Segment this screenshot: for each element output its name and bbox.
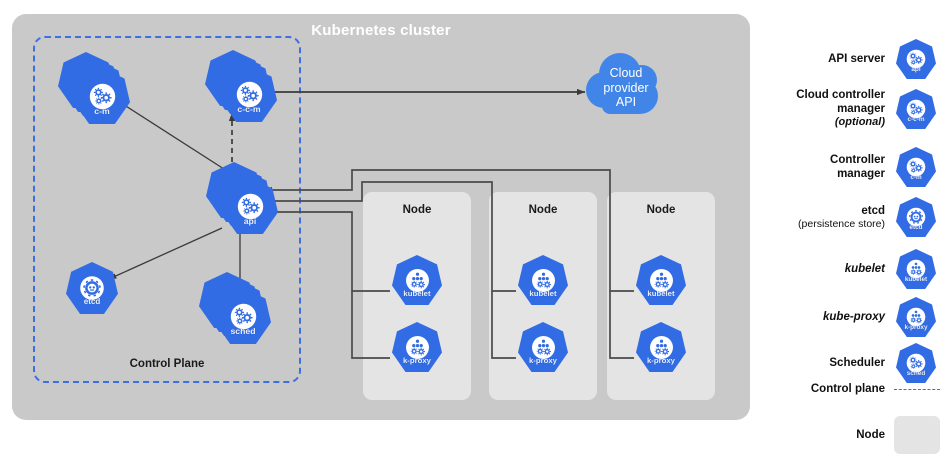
cluster-title: Kubernetes cluster — [311, 22, 451, 39]
legend-scheduler-icon: sched — [896, 343, 936, 383]
cloud-provider-api: Cloud provider API — [580, 48, 672, 128]
legend-label-api-server: API server — [828, 52, 885, 65]
legend-api-server-icon: api — [896, 39, 936, 79]
api-icon: api — [206, 162, 278, 234]
legend-controller-manager-icon: c-m — [896, 147, 936, 187]
legend-etcd-icon: etcd — [896, 197, 936, 237]
legend-row-control-plane: Control plane — [762, 382, 940, 396]
legend-icon-slot-api-server: api — [894, 36, 940, 82]
legend-icon-slot-scheduler: sched — [894, 340, 940, 386]
legend-label-control-plane: Control plane — [810, 383, 885, 395]
kube-proxy-icon-node-2: k-proxy — [518, 322, 568, 372]
legend-row-scheduler: Scheduler sched — [762, 340, 940, 386]
sched-icon: sched — [199, 272, 271, 344]
legend-row-api-server: API server api — [762, 36, 940, 82]
legend-row-kubelet: kubelet kubelet — [762, 246, 940, 292]
legend-icon-slot-cloud-controller-manager: c-c-m — [894, 86, 940, 132]
etcd-icon: etcd — [66, 262, 118, 314]
legend-label-node: Node — [856, 428, 885, 441]
legend-kube-proxy-icon: k-proxy — [896, 297, 936, 337]
legend-icon-slot-kubelet: kubelet — [894, 246, 940, 292]
legend-label-kubelet: kubelet — [844, 262, 885, 275]
cloud-shape-icon — [586, 53, 658, 114]
legend-control-plane-dash-icon — [894, 388, 940, 390]
legend-icon-slot-etcd: etcd — [894, 194, 940, 240]
node-label: Node — [528, 204, 558, 216]
legend-row-kube-proxy: kube-proxy k-proxy — [762, 294, 940, 340]
c-c-m-icon: c-c-m — [205, 50, 277, 122]
legend-node-swatch — [894, 416, 940, 454]
legend-row-etcd: etcd(persistence store) etcd — [762, 194, 940, 240]
kube-proxy-icon-node-3: k-proxy — [636, 322, 686, 372]
cloud-provider-api-label: Cloud provider API — [580, 48, 672, 128]
control-plane-label: Control Plane — [129, 358, 205, 370]
legend-label-kube-proxy: kube-proxy — [823, 310, 885, 323]
kubelet-icon-node-3: kubelet — [636, 255, 686, 305]
c-m-icon: c-m — [58, 52, 130, 124]
legend-icon-slot-kube-proxy: k-proxy — [894, 294, 940, 340]
legend-label-scheduler: Scheduler — [829, 356, 885, 369]
node-label: Node — [646, 204, 676, 216]
kubelet-icon-node-2: kubelet — [518, 255, 568, 305]
legend-cloud-controller-manager-icon: c-c-m — [896, 89, 936, 129]
legend-row-node: Node — [762, 416, 940, 454]
kube-proxy-icon-node-1: k-proxy — [392, 322, 442, 372]
kubelet-icon-node-1: kubelet — [392, 255, 442, 305]
cloud-label-line-1: Cloud — [609, 65, 643, 80]
cloud-label-line-2: provider — [603, 80, 649, 95]
legend-icon-slot-controller-manager: c-m — [894, 144, 940, 190]
cloud-label-line-3: API — [615, 95, 637, 110]
legend-label-etcd: etcd(persistence store) — [798, 204, 885, 230]
legend-kubelet-icon: kubelet — [896, 249, 936, 289]
node-label: Node — [402, 204, 432, 216]
